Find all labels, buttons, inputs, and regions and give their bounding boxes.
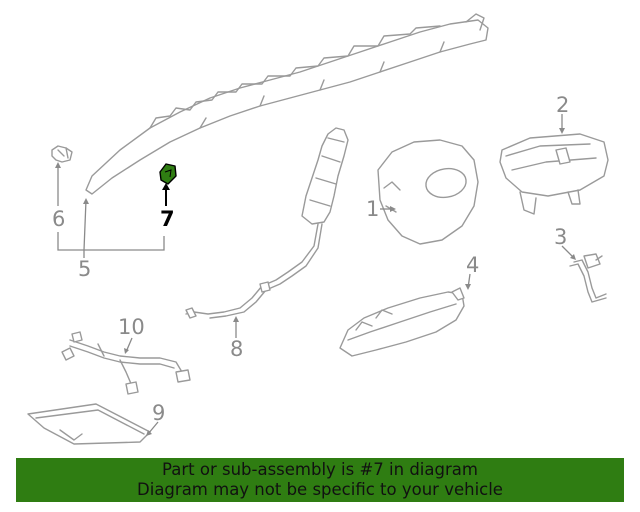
callout-4: 4 <box>466 253 479 277</box>
callout-5: 5 <box>78 257 91 281</box>
callout-9: 9 <box>152 401 165 425</box>
callout-2: 2 <box>556 93 569 117</box>
clip-part-6 <box>51 145 73 163</box>
callout-10: 10 <box>118 315 145 339</box>
steering-wheel-airbag-part-1 <box>377 139 479 245</box>
passenger-airbag-part-2 <box>499 133 609 215</box>
callout-1: 1 <box>366 197 379 221</box>
side-airbag-part-8 <box>185 127 349 319</box>
curtain-airbag-rail <box>85 13 489 195</box>
knee-airbag-part-4 <box>339 287 465 357</box>
banner-line-disclaimer: Diagram may not be specific to your vehi… <box>137 480 503 499</box>
leader-lines <box>55 114 576 436</box>
info-banner: Part or sub-assembly is #7 in diagram Di… <box>16 458 624 502</box>
wiring-clip-part-3 <box>569 253 607 303</box>
pad-part-9 <box>27 403 151 445</box>
callout-3: 3 <box>554 225 567 249</box>
sensor-part-7 <box>159 163 177 185</box>
banner-line-part-number: Part or sub-assembly is #7 in diagram <box>162 460 478 479</box>
callout-6: 6 <box>52 207 65 231</box>
wiring-harness-part-10 <box>61 331 191 395</box>
callout-8: 8 <box>230 337 243 361</box>
callout-7: 7 <box>160 207 175 231</box>
